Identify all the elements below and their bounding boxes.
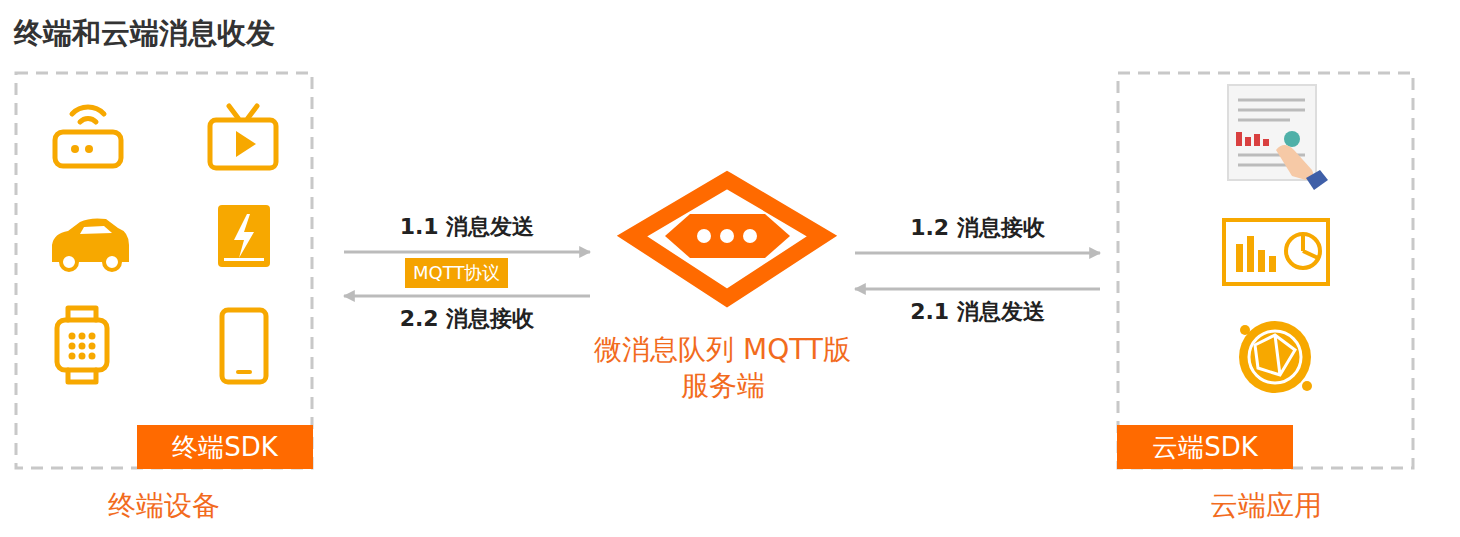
sdk-label: 终端SDK: [172, 430, 278, 465]
edge-label: 1.1 消息发送: [400, 212, 535, 242]
server-node: 微消息队列 MQTT版服务端: [590, 170, 855, 410]
message-arrow: [855, 288, 1100, 291]
device-group: 云端应用云端SDK: [1117, 72, 1414, 469]
edge-label: 2.2 消息接收: [400, 304, 535, 334]
edge-label: 2.1 消息发送: [910, 297, 1045, 327]
sdk-band: 终端SDK: [137, 425, 313, 469]
diagram-title: 终端和云端消息收发: [14, 14, 275, 54]
message-arrow: [855, 252, 1100, 255]
group-label: 终端设备: [15, 487, 313, 525]
group-label: 云端应用: [1117, 487, 1414, 525]
sdk-band: 云端SDK: [1117, 425, 1293, 469]
edge-label: 1.2 消息接收: [910, 213, 1045, 243]
message-arrow: [344, 251, 590, 254]
sdk-label: 云端SDK: [1152, 430, 1258, 465]
server-label: 微消息队列 MQTT版服务端: [593, 332, 853, 404]
device-group: 终端设备终端SDK: [15, 72, 313, 469]
protocol-tag: MQTT协议: [405, 258, 508, 288]
message-arrow: [344, 295, 590, 298]
